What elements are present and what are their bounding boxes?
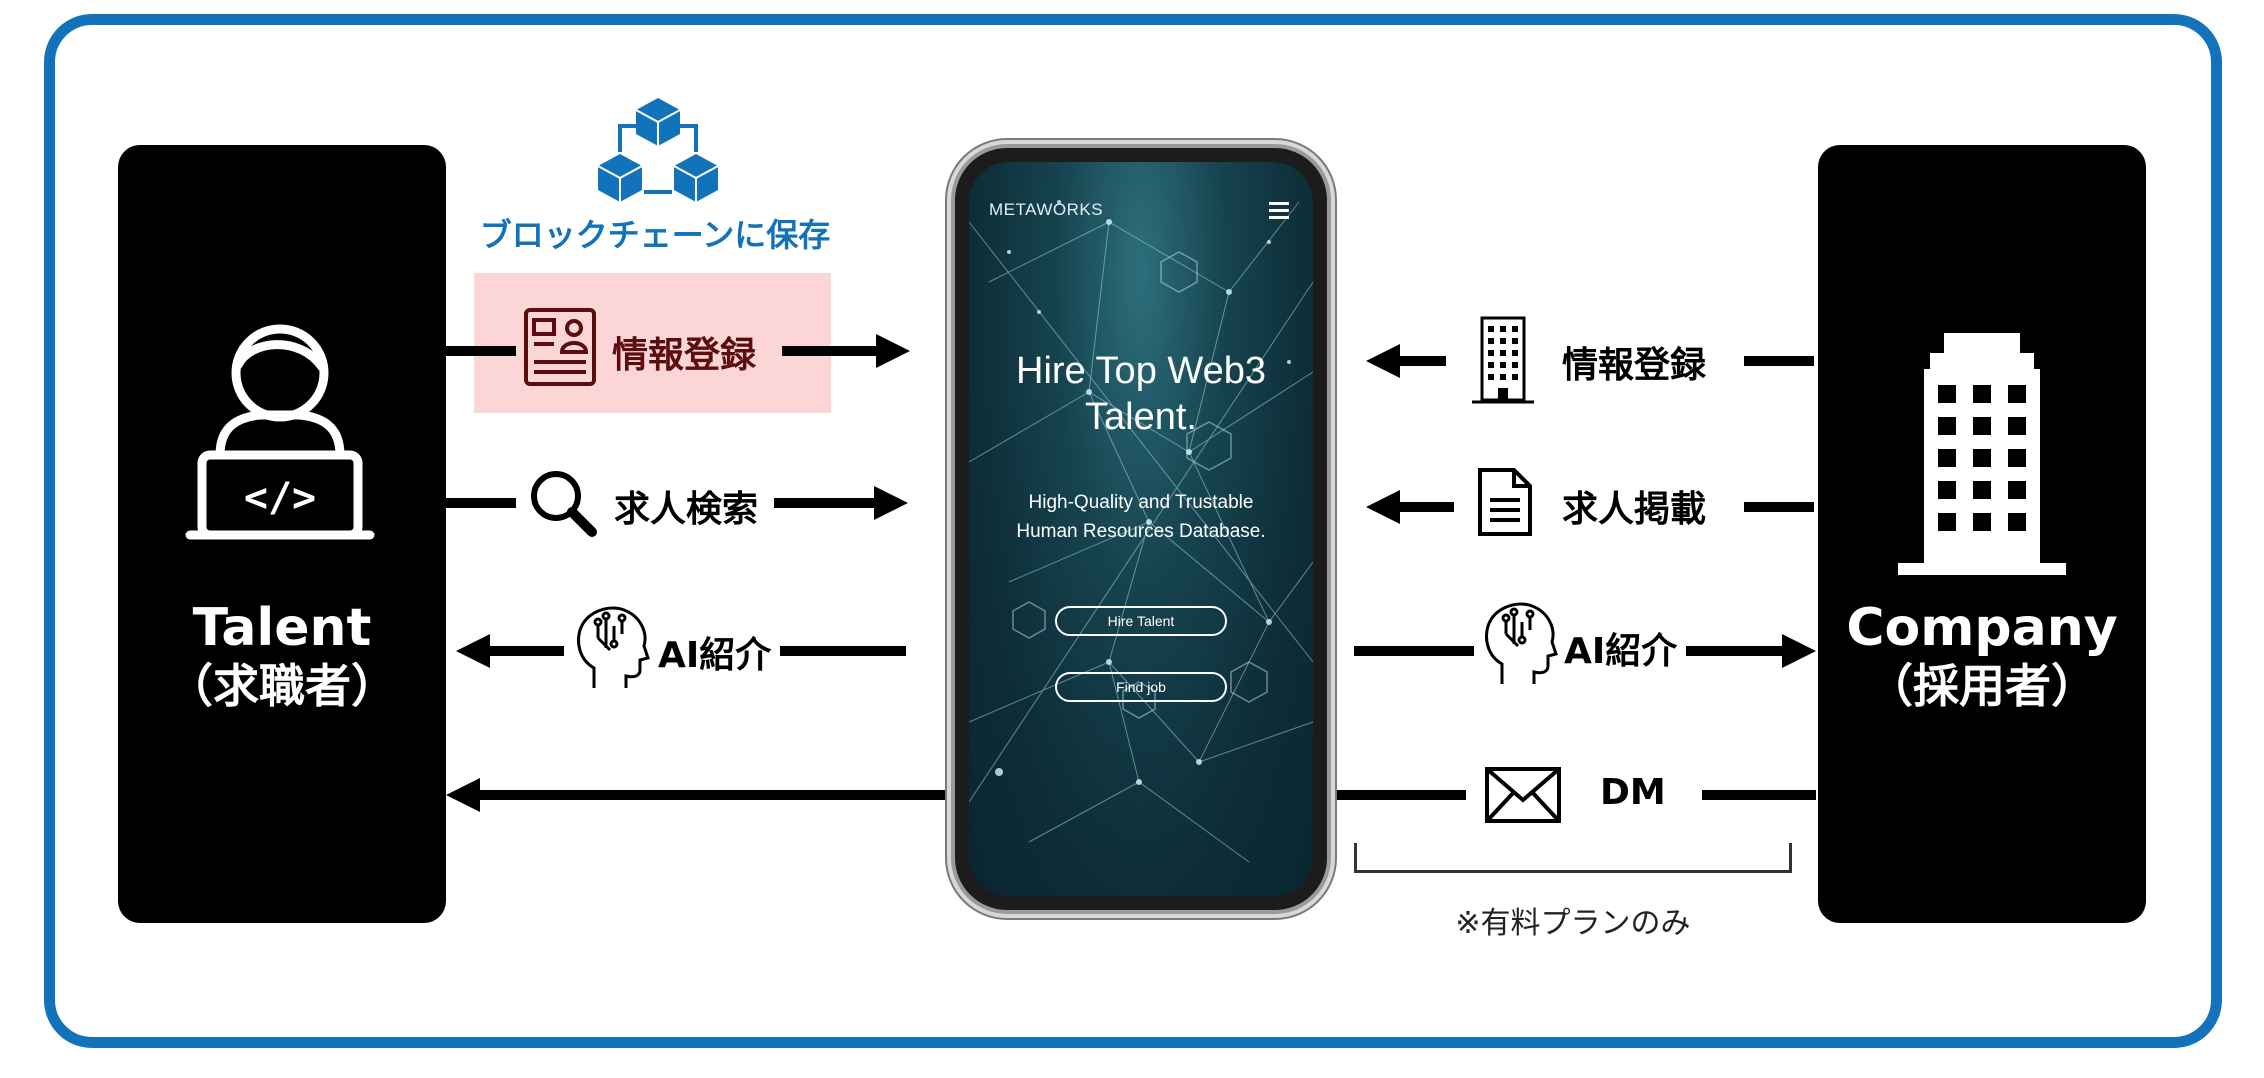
document-icon	[1478, 468, 1532, 536]
hamburger-menu-icon[interactable]	[1269, 202, 1289, 223]
dm-line-left	[1326, 790, 1466, 800]
company-register-line-right	[1744, 356, 1814, 366]
screen-headline-line1: Hire Top Web3	[1016, 350, 1266, 392]
blockchain-icon	[597, 98, 719, 202]
search-arrow	[874, 486, 908, 520]
blockchain-highlight	[474, 273, 831, 413]
network-background	[969, 200, 1313, 863]
company-ai-line-left	[1354, 646, 1474, 656]
screen-headline-line2: Talent.	[1085, 396, 1197, 438]
hire-talent-button[interactable]: Hire Talent	[1055, 606, 1227, 636]
paid-plan-bracket	[1354, 843, 1792, 873]
company-name: Company	[1846, 598, 2118, 658]
dm-line-right	[1702, 790, 1816, 800]
register-arrow	[876, 334, 910, 368]
talent-sub: （求職者）	[167, 659, 397, 713]
company-ai-line-right	[1686, 646, 1786, 656]
find-job-button[interactable]: Find job	[1055, 672, 1227, 702]
screen-headline: Hire Top Web3 Talent.	[969, 348, 1313, 440]
company-ai-label: AI紹介	[1564, 631, 1678, 672]
paid-plan-note: ※有料プランのみ	[1455, 906, 1691, 941]
company-post-line-left	[1398, 502, 1454, 512]
svg-text:</>: </>	[244, 475, 316, 521]
search-line-left	[446, 498, 516, 508]
building-icon	[1898, 333, 2066, 575]
company-panel: Company （採用者）	[1818, 145, 2146, 923]
screen-subtitle: High-Quality and Trustable Human Resourc…	[969, 488, 1313, 546]
dm-talent-arrow	[446, 778, 480, 812]
talent-name: Talent	[192, 598, 372, 658]
talent-ai-line-right	[780, 646, 906, 656]
company-ai-arrow	[1782, 634, 1816, 668]
ai-head-icon	[1485, 602, 1558, 684]
office-building-icon	[1472, 316, 1534, 404]
diagram-frame	[44, 14, 2222, 1048]
phone-screen: METAWORKS Hire Top Web3 Talent. High-Qua…	[969, 162, 1313, 896]
phone-mockup: METAWORKS Hire Top Web3 Talent. High-Qua…	[955, 148, 1327, 910]
company-register-arrow	[1366, 344, 1400, 378]
talent-panel: </> Talent （求職者）	[118, 145, 446, 923]
screen-brand: METAWORKS	[989, 200, 1104, 219]
company-post-line-right	[1744, 502, 1814, 512]
company-post-label: 求人掲載	[1562, 489, 1707, 530]
developer-icon: </>	[185, 324, 375, 540]
talent-ai-arrow	[456, 634, 490, 668]
company-sub: （採用者）	[1867, 659, 2097, 713]
blockchain-label: ブロックチェーンに保存	[479, 216, 831, 254]
company-register-line-left	[1398, 356, 1446, 366]
ai-head-icon	[577, 606, 650, 688]
profile-card-icon	[524, 308, 596, 386]
mail-icon	[1485, 767, 1561, 823]
screen-subtitle-line1: High-Quality and Trustable	[1028, 492, 1254, 513]
search-line-right	[774, 498, 878, 508]
talent-ai-label: AI紹介	[658, 635, 772, 676]
talent-ai-line-left	[488, 646, 564, 656]
screen-subtitle-line2: Human Resources Database.	[1016, 521, 1266, 542]
talent-register-label: 情報登録	[612, 335, 757, 376]
company-register-label: 情報登録	[1562, 345, 1707, 386]
dm-talent-line	[478, 790, 962, 800]
register-line-right	[782, 346, 880, 356]
talent-search-label: 求人検索	[614, 489, 759, 530]
search-icon	[531, 471, 597, 537]
dm-label: DM	[1600, 772, 1666, 813]
company-post-arrow	[1366, 490, 1400, 524]
register-line-left	[446, 346, 516, 356]
